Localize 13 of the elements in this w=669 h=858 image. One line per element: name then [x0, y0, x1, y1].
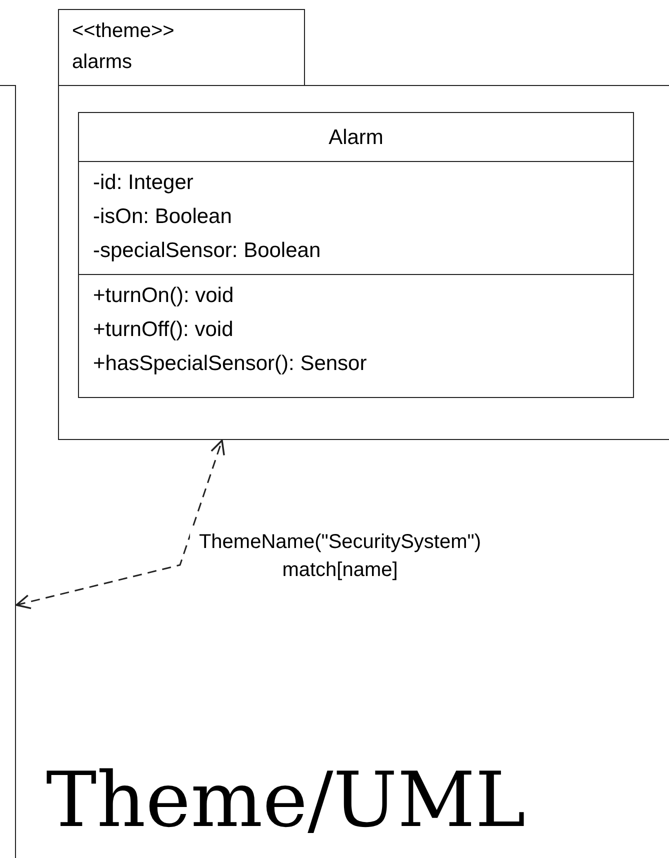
stereotype-label: <<theme>> — [72, 19, 176, 44]
attribute-text: -specialSensor: Boolean — [93, 238, 321, 264]
method-text: +hasSpecialSensor(): Sensor — [93, 351, 367, 377]
package-frame — [0, 85, 16, 858]
class-name: Alarm — [328, 125, 384, 151]
method-text: +turnOff(): void — [93, 317, 234, 343]
package-name: alarms — [72, 50, 134, 75]
package-frame — [58, 9, 669, 440]
attribute-text: -id: Integer — [93, 170, 194, 196]
dependency-arrow — [16, 440, 225, 610]
method-text: +turnOn(): void — [93, 283, 234, 309]
class-box — [78, 112, 634, 398]
attribute-text: -isOn: Boolean — [93, 204, 232, 230]
